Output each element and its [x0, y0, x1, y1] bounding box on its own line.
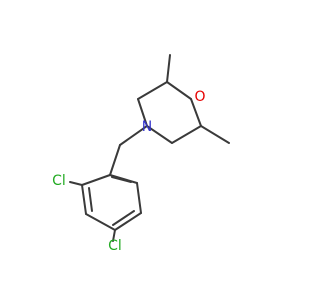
bond-c5-n	[146, 125, 173, 144]
bond-c6-methyl	[200, 125, 230, 144]
bond-ar-inner-4-5	[112, 210, 135, 226]
bond-ar-inner-6-1	[111, 176, 132, 183]
bond-ar-cl-ortho	[69, 181, 83, 186]
molecule-diagram: N O Cl Cl	[52, 54, 230, 254]
bond-n-ch2	[119, 125, 148, 146]
bond-c3-c2	[137, 81, 168, 100]
bond-o-c6	[190, 98, 202, 127]
bond-ar-3-4	[85, 213, 116, 231]
bond-ar-cl-para	[112, 229, 116, 242]
bond-ar-5-6	[136, 182, 142, 214]
atom-chlorine-para-label: Cl	[108, 238, 122, 254]
bond-c2-methyl	[166, 54, 171, 83]
bond-ar-4-5	[114, 212, 142, 231]
atom-oxygen-label: O	[194, 89, 205, 105]
bond-c6-c5	[171, 125, 202, 144]
bond-c2-o	[166, 81, 192, 100]
molecule-canvas: N O Cl Cl	[52, 54, 230, 254]
atom-nitrogen-label: N	[142, 119, 152, 135]
bond-ch2-ring	[109, 144, 121, 176]
bond-ar-inner-2-3	[88, 187, 93, 212]
atom-chlorine-ortho-label: Cl	[52, 173, 66, 189]
bond-ar-1-2	[81, 174, 111, 186]
bond-n-c3	[137, 98, 148, 127]
bond-ar-2-3	[81, 184, 87, 215]
